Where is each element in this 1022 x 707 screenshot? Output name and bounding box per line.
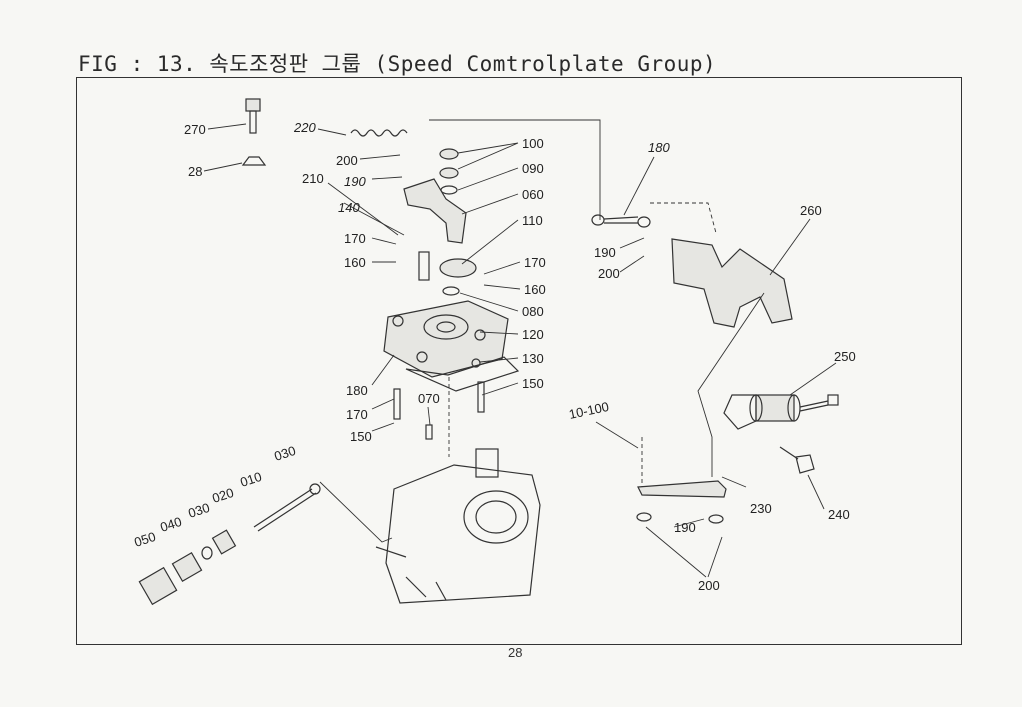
stud-150-right <box>477 381 485 413</box>
leader-lines <box>203 123 837 578</box>
callout-250: 250 <box>834 349 856 364</box>
callout-050: 050 <box>132 529 157 550</box>
callout-180-left: 180 <box>346 383 368 398</box>
bolt-240-part <box>779 446 815 474</box>
callout-10-100: 10-100 <box>568 399 611 422</box>
link-rod-180-part <box>591 214 651 228</box>
callout-190-top: 190 <box>344 174 366 189</box>
figure-title: FIG : 13. 속도조정판 그룹 (Speed Comtrolplate G… <box>78 52 717 76</box>
callout-220: 220 <box>293 120 316 135</box>
exploded-parts-diagram: 270 28 220 200 210 190 140 170 160 100 0… <box>132 98 856 606</box>
callout-200-right: 200 <box>598 266 620 281</box>
callout-190-right: 190 <box>594 245 616 260</box>
callout-210: 210 <box>302 171 324 186</box>
callout-020: 020 <box>210 485 235 506</box>
bolt-160-part <box>418 251 430 281</box>
bracket-260-part <box>671 238 793 328</box>
callout-28: 28 <box>188 164 202 179</box>
callout-030-top: 030 <box>272 443 297 464</box>
callout-200-top: 200 <box>336 153 358 168</box>
callout-180-right: 180 <box>648 140 670 155</box>
callout-100: 100 <box>522 136 544 151</box>
callout-120: 120 <box>522 327 544 342</box>
callout-030-lower: 030 <box>186 500 211 521</box>
spring-220-part <box>350 129 408 137</box>
guide-line-rod-block <box>319 481 393 543</box>
guide-dash-bracket <box>650 202 717 234</box>
bolt-270-part <box>241 98 267 166</box>
callout-150-left: 150 <box>350 429 372 444</box>
callout-230: 230 <box>750 501 772 516</box>
callout-140: 140 <box>338 200 360 215</box>
guide-line-rod <box>429 119 601 220</box>
callout-080: 080 <box>522 304 544 319</box>
callout-010: 010 <box>238 469 263 490</box>
callout-040: 040 <box>158 514 183 535</box>
callout-200-lower: 200 <box>698 578 720 593</box>
callout-270: 270 <box>184 122 206 137</box>
callout-090: 090 <box>522 161 544 176</box>
callout-170-lower: 170 <box>346 407 368 422</box>
callout-190-lower: 190 <box>674 520 696 535</box>
callout-170-left: 170 <box>344 231 366 246</box>
callout-060: 060 <box>522 187 544 202</box>
callout-260: 260 <box>800 203 822 218</box>
adjusting-rod-part <box>138 483 321 606</box>
solenoid-250-part <box>723 394 839 430</box>
callout-170-right: 170 <box>524 255 546 270</box>
control-plate-part <box>383 300 520 392</box>
callout-130: 130 <box>522 351 544 366</box>
callout-110: 110 <box>522 213 543 228</box>
washer-stack-part <box>439 148 477 296</box>
lever-060-part <box>403 178 467 244</box>
engine-block-part <box>375 448 541 604</box>
stud-150-left <box>393 388 401 420</box>
figure-frame <box>76 77 962 645</box>
callout-160-right: 160 <box>524 282 546 297</box>
guide-line-solenoid <box>697 292 765 477</box>
key-070-part <box>425 424 433 440</box>
callout-070: 070 <box>418 391 440 406</box>
callout-160-left: 160 <box>344 255 366 270</box>
lever-230-part <box>637 480 727 498</box>
page-number: 28 <box>508 645 523 660</box>
callout-150-right: 150 <box>522 376 544 391</box>
callout-240: 240 <box>828 507 850 522</box>
